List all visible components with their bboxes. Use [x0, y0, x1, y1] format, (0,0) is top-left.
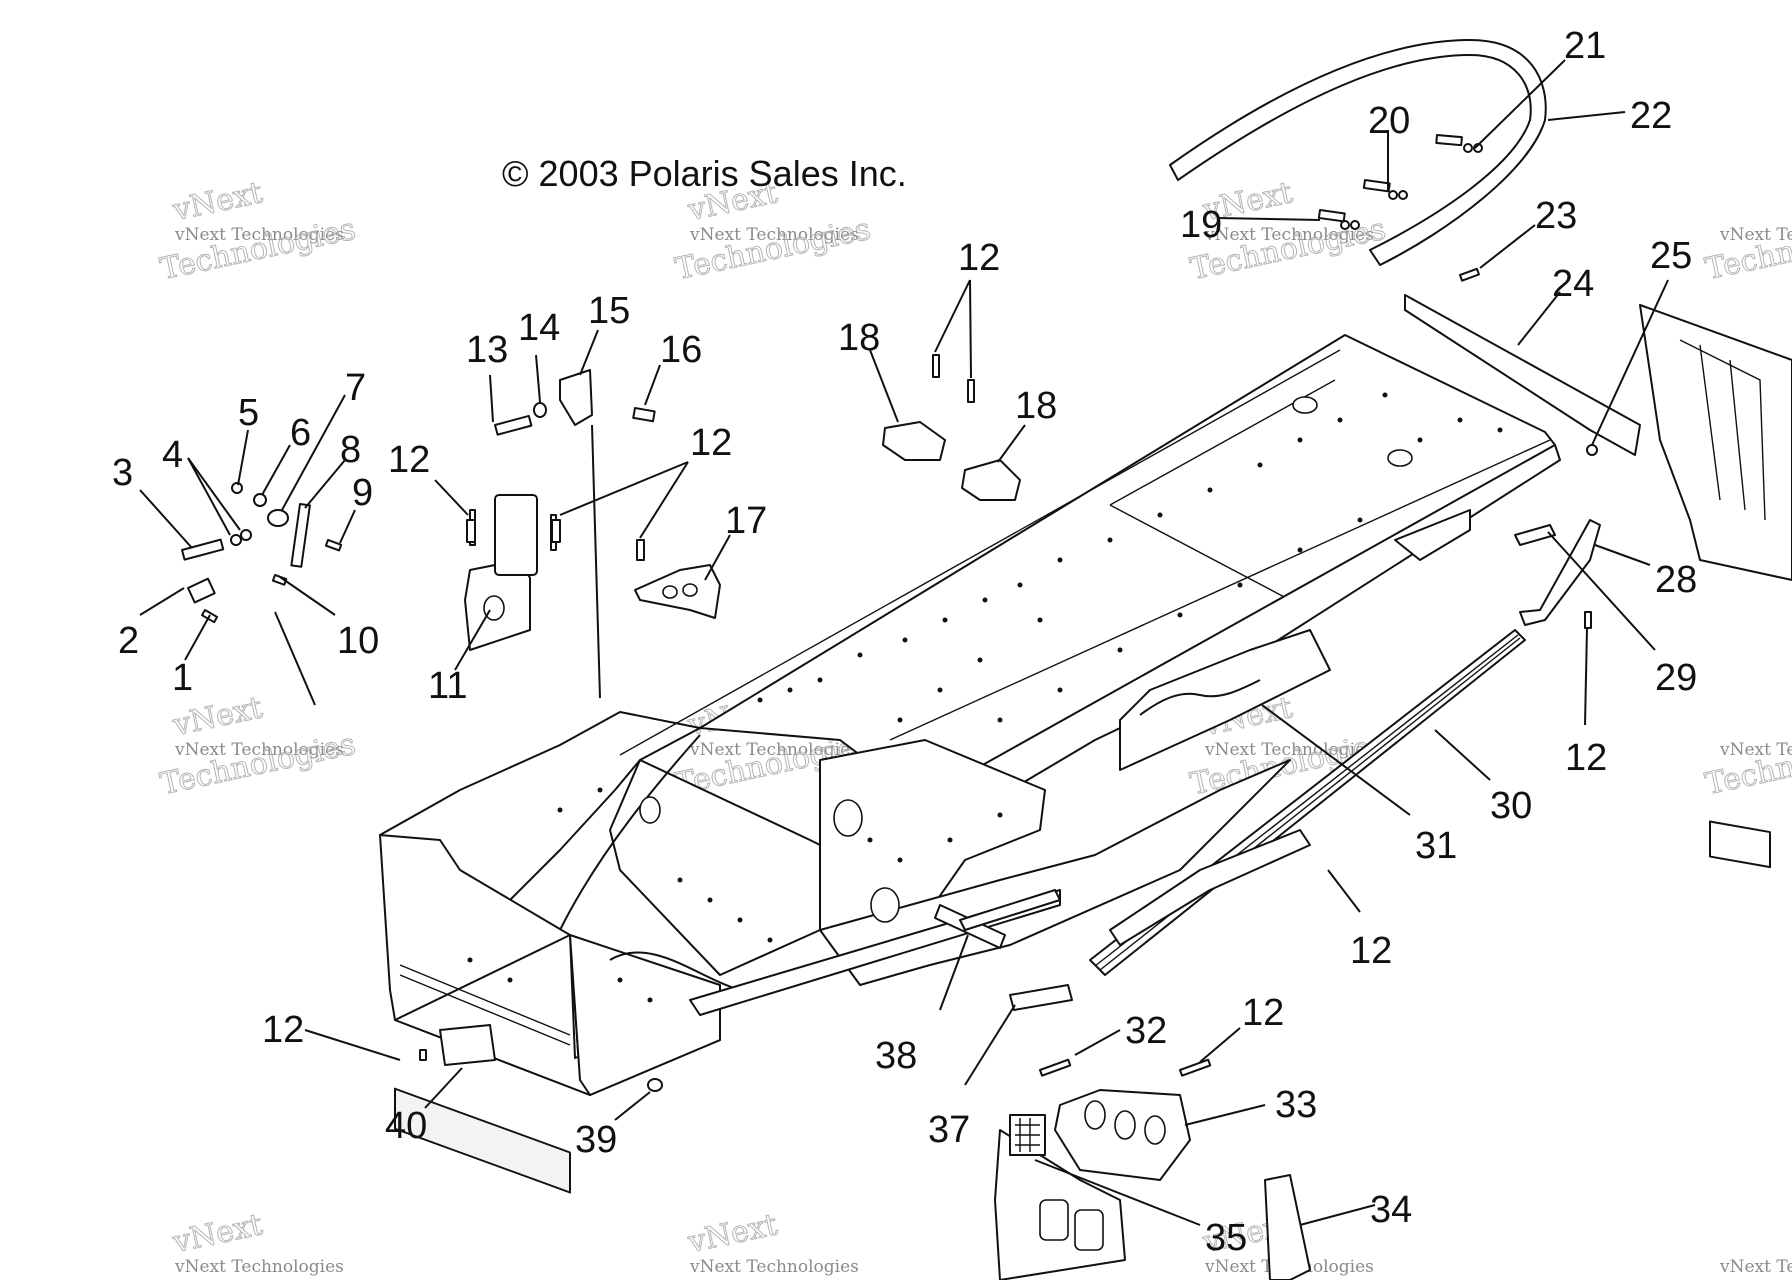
axle-rod	[934, 889, 1061, 949]
callout-28: 28	[1655, 559, 1697, 601]
callout-12-b: 12	[690, 422, 732, 464]
chassis-rivets	[467, 392, 1503, 1003]
callout-14: 14	[518, 307, 560, 349]
svg-text:vNext Technologies: vNext Technologies	[174, 1257, 344, 1277]
callout-6: 6	[290, 412, 311, 454]
callout-12-c: 12	[958, 237, 1000, 279]
svg-text:vNext Technologies: vNext Technologies	[1204, 740, 1374, 760]
callout-9: 9	[352, 472, 373, 514]
callout-5: 5	[238, 392, 259, 434]
heat-exchanger	[1109, 829, 1311, 946]
side-trim-pieces	[1394, 509, 1601, 629]
hardware-cluster-left	[181, 482, 343, 706]
callout-17: 17	[725, 500, 767, 542]
watermark-bc: vNext vNext Technologies	[684, 1207, 859, 1277]
callout-12-a: 12	[388, 439, 430, 481]
callout-8: 8	[340, 429, 361, 471]
svg-text:vNext Technologies: vNext Technologies	[689, 1257, 859, 1277]
callout-3: 3	[112, 452, 133, 494]
callout-15: 15	[588, 290, 630, 332]
callout-4: 4	[162, 434, 183, 476]
engine-mounts	[882, 354, 1021, 501]
watermark-tfr: vNext Technologies Technologies	[1702, 211, 1792, 288]
callout-40: 40	[385, 1105, 427, 1147]
rear-bumper	[1169, 39, 1547, 282]
svg-text:vNext: vNext	[169, 175, 265, 228]
svg-text:Technologies: Technologies	[1702, 727, 1792, 803]
callout-25: 25	[1650, 235, 1692, 277]
callout-numbers: 1 2 3 4 5 6 7 8 9 10 11 12 13 14 15 16 1…	[112, 25, 1697, 1259]
callout-31: 31	[1415, 825, 1457, 867]
svg-text:vNext Technologies: vNext Technologies	[1719, 740, 1792, 760]
callout-2: 2	[118, 620, 139, 662]
callout-18-a: 18	[838, 317, 880, 359]
callout-38: 38	[875, 1035, 917, 1077]
callout-21: 21	[1564, 25, 1606, 67]
svg-text:vNext Technologies: vNext Technologies	[1719, 225, 1792, 245]
callout-10: 10	[337, 620, 379, 662]
pin-part	[1009, 984, 1073, 1011]
callout-12-d: 12	[1565, 737, 1607, 779]
svg-text:vNext Technologies: vNext Technologies	[1204, 225, 1374, 245]
callout-39: 39	[575, 1119, 617, 1161]
svg-text:vNext Technologies: vNext Technologies	[1719, 1257, 1792, 1277]
callout-20: 20	[1368, 100, 1410, 142]
callout-1: 1	[172, 657, 193, 699]
callout-12-e: 12	[1350, 930, 1392, 972]
svg-text:vNext: vNext	[169, 1207, 265, 1260]
callout-19: 19	[1180, 204, 1222, 246]
svg-text:vNext Technologies: vNext Technologies	[174, 740, 344, 760]
chassis-tunnel	[379, 334, 1561, 1194]
copyright-notice: © 2003 Polaris Sales Inc.	[502, 153, 907, 194]
callout-34: 34	[1370, 1189, 1412, 1231]
callout-7: 7	[345, 367, 366, 409]
bottom-cluster	[419, 1024, 1311, 1280]
callout-18-b: 18	[1015, 385, 1057, 427]
svg-text:vNext: vNext	[684, 1207, 780, 1260]
rear-flap-and-panel	[1404, 294, 1792, 869]
callout-32: 32	[1125, 1010, 1167, 1052]
callout-16: 16	[660, 329, 702, 371]
callout-22: 22	[1630, 95, 1672, 137]
callout-33: 33	[1275, 1084, 1317, 1126]
callout-37: 37	[928, 1109, 970, 1151]
hardware-cluster-center	[464, 369, 721, 699]
leader-lines	[139, 59, 1669, 1226]
watermark-bfr: vNext Technologies	[1719, 1257, 1792, 1277]
callout-35: 35	[1205, 1217, 1247, 1259]
watermark-tl: vNext vNext Technologies Technologies	[157, 175, 359, 288]
svg-text:vNext Technologies: vNext Technologies	[689, 740, 859, 760]
watermark-ml: vNext vNext Technologies Technologies	[157, 690, 359, 803]
callout-29: 29	[1655, 657, 1697, 699]
watermark-mfr: vNext Technologies Technologies	[1702, 726, 1792, 803]
callout-24: 24	[1552, 263, 1594, 305]
callout-23: 23	[1535, 195, 1577, 237]
svg-text:vNext Technologies: vNext Technologies	[174, 225, 344, 245]
watermark-bl: vNext vNext Technologies	[169, 1207, 344, 1277]
callout-11: 11	[428, 665, 467, 707]
svg-text:Technologies: Technologies	[1702, 212, 1792, 288]
callout-12-g: 12	[262, 1009, 304, 1051]
callout-30: 30	[1490, 785, 1532, 827]
callout-12-f: 12	[1242, 992, 1284, 1034]
callout-13: 13	[466, 329, 508, 371]
svg-text:vNext Technologies: vNext Technologies	[689, 225, 859, 245]
